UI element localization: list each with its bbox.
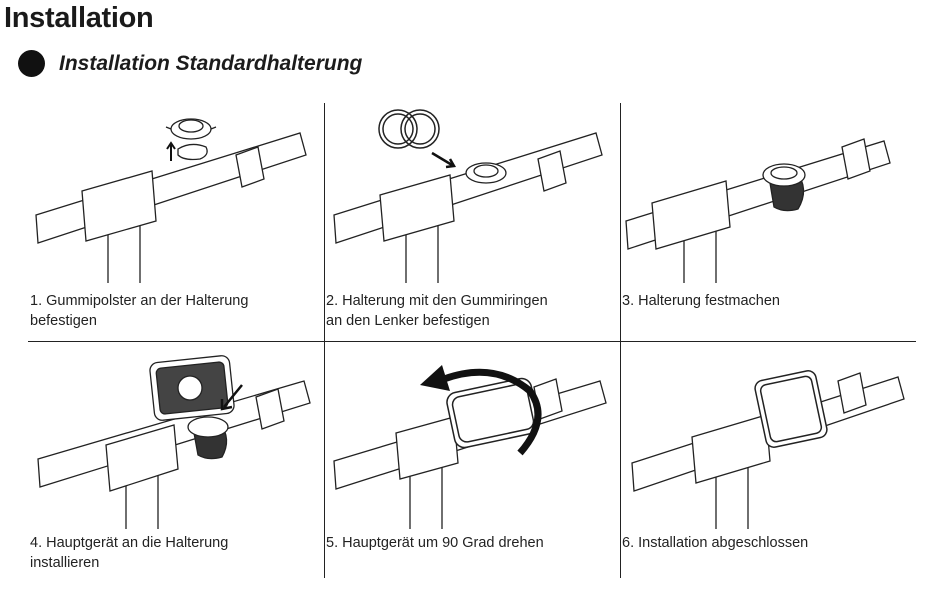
step-6-caption: 6. Installation abgeschlossen xyxy=(622,533,808,553)
handlebar-illustration-step-5 xyxy=(324,341,620,529)
section-title: Installation Standardhalterung xyxy=(59,52,362,76)
handlebar-illustration-step-2 xyxy=(324,103,620,283)
step-1-caption: 1. Gummipolster an der Halterung befesti… xyxy=(30,291,248,331)
step-4: 4. Hauptgerät an die Halterung installie… xyxy=(28,341,324,578)
step-6: 6. Installation abgeschlossen xyxy=(620,341,916,578)
handlebar-illustration-step-4 xyxy=(28,341,324,529)
handlebar-illustration-step-1 xyxy=(28,103,324,283)
section-bullet-icon xyxy=(18,50,45,77)
step-2-caption: 2. Halterung mit den Gummiringen an den … xyxy=(326,291,548,331)
section-header: Installation Standardhalterung xyxy=(18,50,362,77)
mount-icon xyxy=(166,119,216,139)
page-title: Installation xyxy=(4,2,153,35)
step-5-caption: 5. Hauptgerät um 90 Grad drehen xyxy=(326,533,544,553)
step-1: 1. Gummipolster an der Halterung befesti… xyxy=(28,103,324,340)
step-3: 3. Halterung festmachen xyxy=(620,103,916,340)
step-4-caption: 4. Hauptgerät an die Halterung installie… xyxy=(30,533,228,573)
arrow-icon xyxy=(167,143,175,161)
step-3-caption: 3. Halterung festmachen xyxy=(622,291,780,311)
handlebar-illustration-step-6 xyxy=(620,341,916,529)
device-icon xyxy=(754,369,829,448)
step-5: 5. Hauptgerät um 90 Grad drehen xyxy=(324,341,620,578)
rubber-pad-icon xyxy=(178,144,207,159)
device-icon xyxy=(149,355,235,421)
step-2: 2. Halterung mit den Gummiringen an den … xyxy=(324,103,620,340)
handlebar-illustration-step-3 xyxy=(620,103,916,283)
mount-icon xyxy=(466,163,506,183)
rubber-rings-icon xyxy=(379,110,439,148)
steps-grid: 1. Gummipolster an der Halterung befesti… xyxy=(28,103,916,578)
arrow-icon xyxy=(432,153,454,167)
